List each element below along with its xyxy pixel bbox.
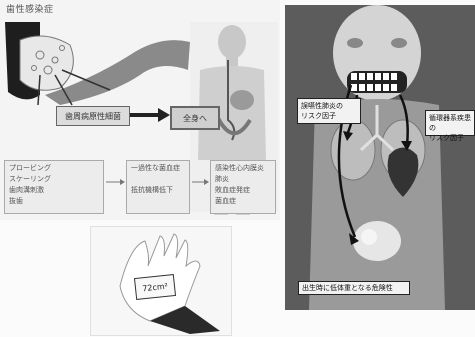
tooth-area	[20, 36, 73, 90]
step-line: 歯肉溝刺激	[9, 185, 99, 196]
label-pneumonia-risk: 誤嚥性肺炎の リスク因子	[297, 98, 361, 124]
step-line: 敗血症発症	[215, 185, 271, 196]
step-box-diseases: 感染性心内膜炎 肺炎 敗血症発症 菌血症	[210, 160, 276, 214]
label-line: 誤嚥性肺炎の	[301, 101, 357, 111]
step-line: 菌血症	[215, 196, 271, 207]
step-line: 肺炎	[215, 174, 271, 185]
step-line: 感染性心内膜炎	[215, 163, 271, 174]
body-risk-illustration	[285, 5, 475, 310]
label-circulatory-risk: 循環器系疾患の リスク因子	[425, 110, 475, 136]
label-line: 循環器系疾患の	[429, 113, 471, 133]
step-box-bacteremia: 一過性な菌血症 抵抗機構低下	[126, 160, 190, 214]
step-box-procedures: プロービング スケーリング 歯肉溝刺激 抜歯	[4, 160, 104, 214]
step-line: 一過性な菌血症	[131, 163, 185, 174]
step-line: スケーリング	[9, 174, 99, 185]
label-low-birthweight-risk: 出生時に低体重となる危険性	[298, 281, 410, 295]
fetus	[353, 221, 401, 261]
step-line: 抜歯	[9, 196, 99, 207]
step-line	[131, 174, 185, 185]
label-line: リスク因子	[429, 133, 471, 143]
step-line: 抵抗機構低下	[131, 185, 185, 196]
step-line: プロービング	[9, 163, 99, 174]
label-line: リスク因子	[301, 111, 357, 121]
area-label: 72cm²	[134, 274, 176, 300]
whole-body-box: 全身へ	[170, 106, 220, 130]
bacteria-box: 歯周病原性細菌	[56, 106, 130, 126]
